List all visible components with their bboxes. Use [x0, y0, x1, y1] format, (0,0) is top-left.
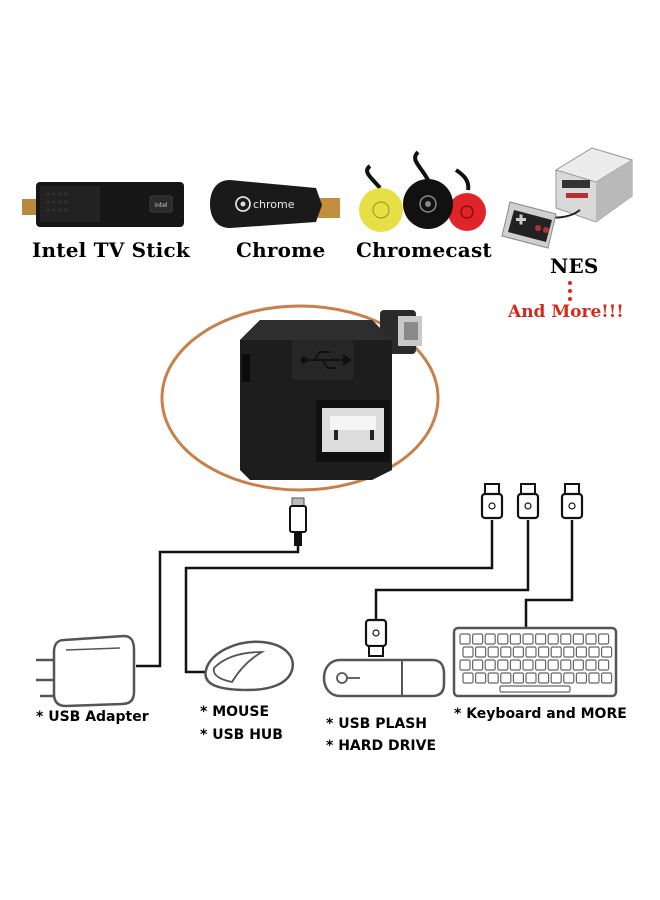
- keyboard-key: [512, 672, 525, 684]
- keyboard-key: [560, 659, 572, 671]
- nes-label: NES: [550, 254, 599, 278]
- keyboard-key: [459, 633, 471, 645]
- intel-tv-stick-label: Intel TV Stick: [32, 238, 190, 262]
- keyboard-key: [500, 646, 512, 658]
- otg-adapter-image: [240, 310, 422, 480]
- keyboard-key: [588, 672, 600, 684]
- keyboard-key: [560, 633, 572, 645]
- mouse-label: * MOUSE: [200, 704, 270, 720]
- svg-text:intel: intel: [154, 202, 168, 209]
- usb-hub-label: * USB HUB: [200, 727, 283, 743]
- keyboard-key: [575, 672, 588, 684]
- keyboard-key: [534, 633, 547, 645]
- power-plug-icon: [36, 634, 136, 708]
- keyboard-key: [600, 646, 613, 658]
- usb-plug-icon-flash: [364, 618, 388, 657]
- keyboard-key: [550, 672, 562, 684]
- usb-plug-icon-1: [480, 483, 504, 520]
- keyboard-key: [537, 646, 550, 658]
- keyboard-spacebar: [499, 685, 571, 693]
- keyboard-key: [572, 633, 585, 645]
- chromecast-image: [359, 150, 486, 232]
- keyboard-key: [462, 672, 474, 684]
- keyboard-key: [497, 659, 509, 671]
- keyboard-key: [487, 646, 499, 658]
- keyboard-key: [585, 633, 597, 645]
- keyboard-key: [484, 633, 496, 645]
- usb-plug-icon-3: [560, 483, 584, 520]
- usb-plug-icon-2: [516, 483, 540, 520]
- keyboard-key: [525, 672, 537, 684]
- keyboard-key: [597, 633, 610, 645]
- keyboard-key: [472, 659, 484, 671]
- keyboard-key: [484, 659, 496, 671]
- keyboard-key: [563, 672, 575, 684]
- more-dots: [568, 281, 572, 301]
- intel-logo-icon: intel: [149, 195, 173, 213]
- usb-flash-icon: [322, 658, 446, 698]
- chrome-logo-icon: [235, 196, 251, 212]
- keyboard-label: * Keyboard and MORE: [454, 706, 627, 722]
- keyboard-key: [522, 633, 534, 645]
- keyboard-key: [459, 659, 471, 671]
- keyboard-key: [534, 659, 547, 671]
- keyboard-key: [572, 659, 585, 671]
- chrome-stick-image: chrome: [210, 180, 340, 228]
- keyboard-key: [550, 646, 562, 658]
- nes-console-image: [501, 147, 634, 249]
- keyboard-key: [462, 646, 474, 658]
- keyboard-key: [472, 633, 484, 645]
- keyboard-key: [537, 672, 550, 684]
- keyboard-key: [547, 659, 559, 671]
- keyboard-key: [585, 659, 597, 671]
- keyboard-key: [588, 646, 600, 658]
- keyboard-key: [475, 646, 487, 658]
- keyboard-key: [509, 659, 521, 671]
- keyboard-key: [525, 646, 537, 658]
- keyboard-icon: [452, 626, 618, 698]
- keyboard-key: [497, 633, 509, 645]
- chrome-stick-text: chrome: [253, 198, 295, 211]
- connector-lines: [136, 520, 574, 674]
- keyboard-key: [575, 646, 588, 658]
- nes-controller-image: [501, 201, 557, 249]
- keyboard-key: [509, 633, 521, 645]
- chromecast-label: Chromecast: [356, 238, 492, 262]
- hard-drive-label: * HARD DRIVE: [326, 738, 437, 754]
- keyboard-key: [475, 672, 487, 684]
- intel-tv-stick-image: intel: [22, 182, 184, 227]
- micro-usb-cable-icon: [289, 497, 307, 546]
- usb-flash-label: * USB PLASH: [326, 716, 428, 732]
- and-more-label: And More!!!: [508, 302, 624, 322]
- mouse-icon: [204, 640, 295, 692]
- keyboard-key: [597, 659, 610, 671]
- keyboard-key: [512, 646, 525, 658]
- keyboard-key: [600, 672, 613, 684]
- keyboard-key: [547, 633, 559, 645]
- keyboard-key: [487, 672, 499, 684]
- keyboard-key: [522, 659, 534, 671]
- keyboard-key: [563, 646, 575, 658]
- usb-adapter-label: * USB Adapter: [36, 709, 149, 725]
- highlight-ellipse: [160, 304, 440, 492]
- keyboard-key: [500, 672, 512, 684]
- usb-symbol-icon: [300, 351, 352, 369]
- chrome-label: Chrome: [236, 238, 326, 262]
